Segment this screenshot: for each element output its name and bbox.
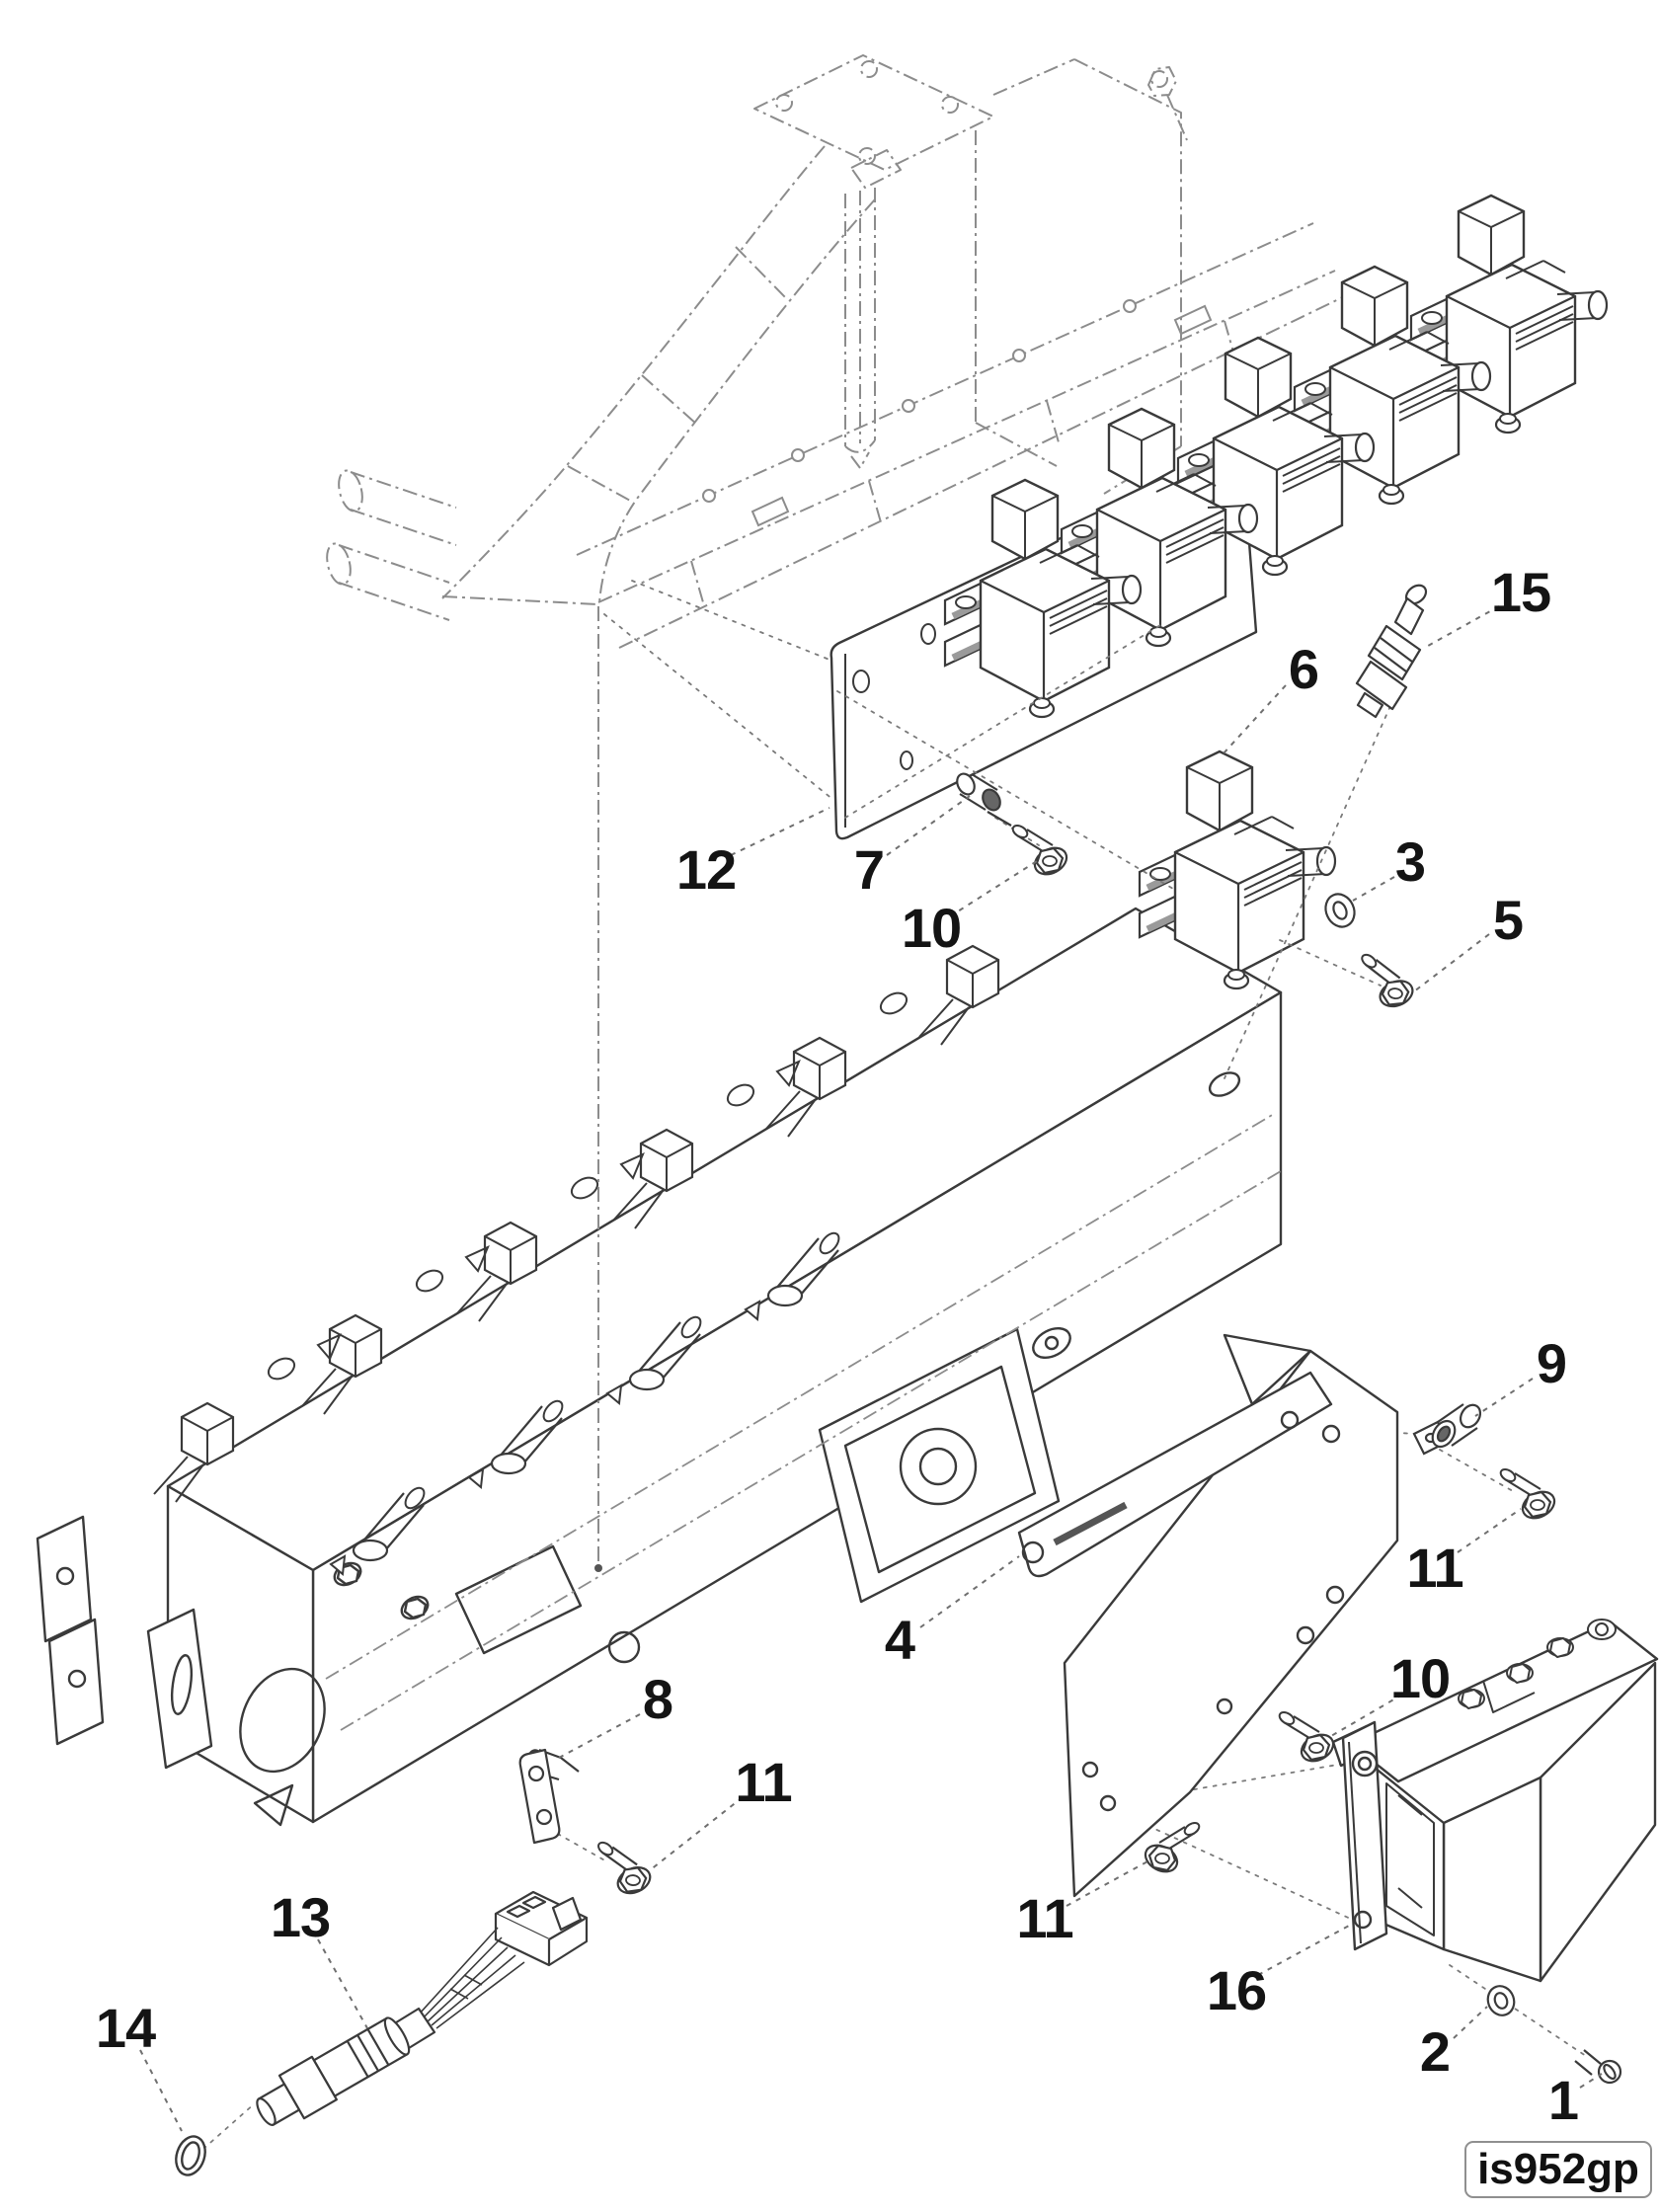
callout-13: 13 bbox=[270, 1886, 331, 1948]
spacer-9 bbox=[1412, 1403, 1482, 1456]
callout-6: 6 bbox=[1288, 638, 1319, 700]
callout-3: 3 bbox=[1394, 830, 1426, 893]
bolt-11-bracket bbox=[1497, 1465, 1560, 1525]
ecm-module-16 bbox=[1331, 1619, 1659, 1983]
bolt-11-left bbox=[592, 1838, 659, 1902]
callout-4: 4 bbox=[884, 1609, 915, 1671]
callout-14: 14 bbox=[95, 1997, 156, 2059]
callout-12: 12 bbox=[675, 838, 737, 901]
harness-13 bbox=[256, 1890, 589, 2126]
callout-9: 9 bbox=[1536, 1332, 1567, 1394]
oring-14 bbox=[175, 2135, 206, 2176]
bolt-5 bbox=[1353, 950, 1422, 1015]
callout-11-bracket: 11 bbox=[1406, 1537, 1463, 1599]
manifold-face-rails bbox=[325, 1113, 1282, 1731]
callout-10-upper: 10 bbox=[901, 897, 962, 959]
callout-leader-lines bbox=[139, 605, 1603, 2132]
callout-10-lower: 10 bbox=[1389, 1647, 1451, 1709]
sensor-15 bbox=[1355, 584, 1428, 719]
callout-11-lower: 11 bbox=[1016, 1887, 1073, 1949]
callout-15: 15 bbox=[1490, 561, 1551, 623]
screw-1 bbox=[1574, 2049, 1622, 2085]
phantom-intake-cover-assembly bbox=[326, 54, 1354, 649]
centerline bbox=[594, 606, 602, 1572]
callout-5: 5 bbox=[1492, 889, 1524, 951]
callout-2: 2 bbox=[1419, 2020, 1451, 2083]
clamp-8 bbox=[518, 1748, 580, 1845]
callout-16: 16 bbox=[1206, 1959, 1267, 2021]
clamp-7 bbox=[956, 772, 1012, 827]
callout-7: 7 bbox=[853, 838, 885, 901]
callout-1: 1 bbox=[1547, 2069, 1579, 2131]
bolt-10-lower bbox=[1276, 1708, 1339, 1768]
ignition-coil-row bbox=[945, 196, 1607, 717]
bolt-10-upper bbox=[1009, 822, 1072, 881]
figure-code-label: is952gp bbox=[1464, 2141, 1652, 2198]
manifold-port-ovals bbox=[267, 991, 908, 1381]
ecm-bracket-4 bbox=[1017, 1333, 1399, 1898]
callout-8: 8 bbox=[642, 1668, 673, 1730]
washer-2 bbox=[1486, 1985, 1516, 2016]
phantom-rail-hardware bbox=[702, 299, 1213, 527]
callout-11-left: 11 bbox=[735, 1751, 792, 1813]
washer-3 bbox=[1324, 893, 1356, 928]
